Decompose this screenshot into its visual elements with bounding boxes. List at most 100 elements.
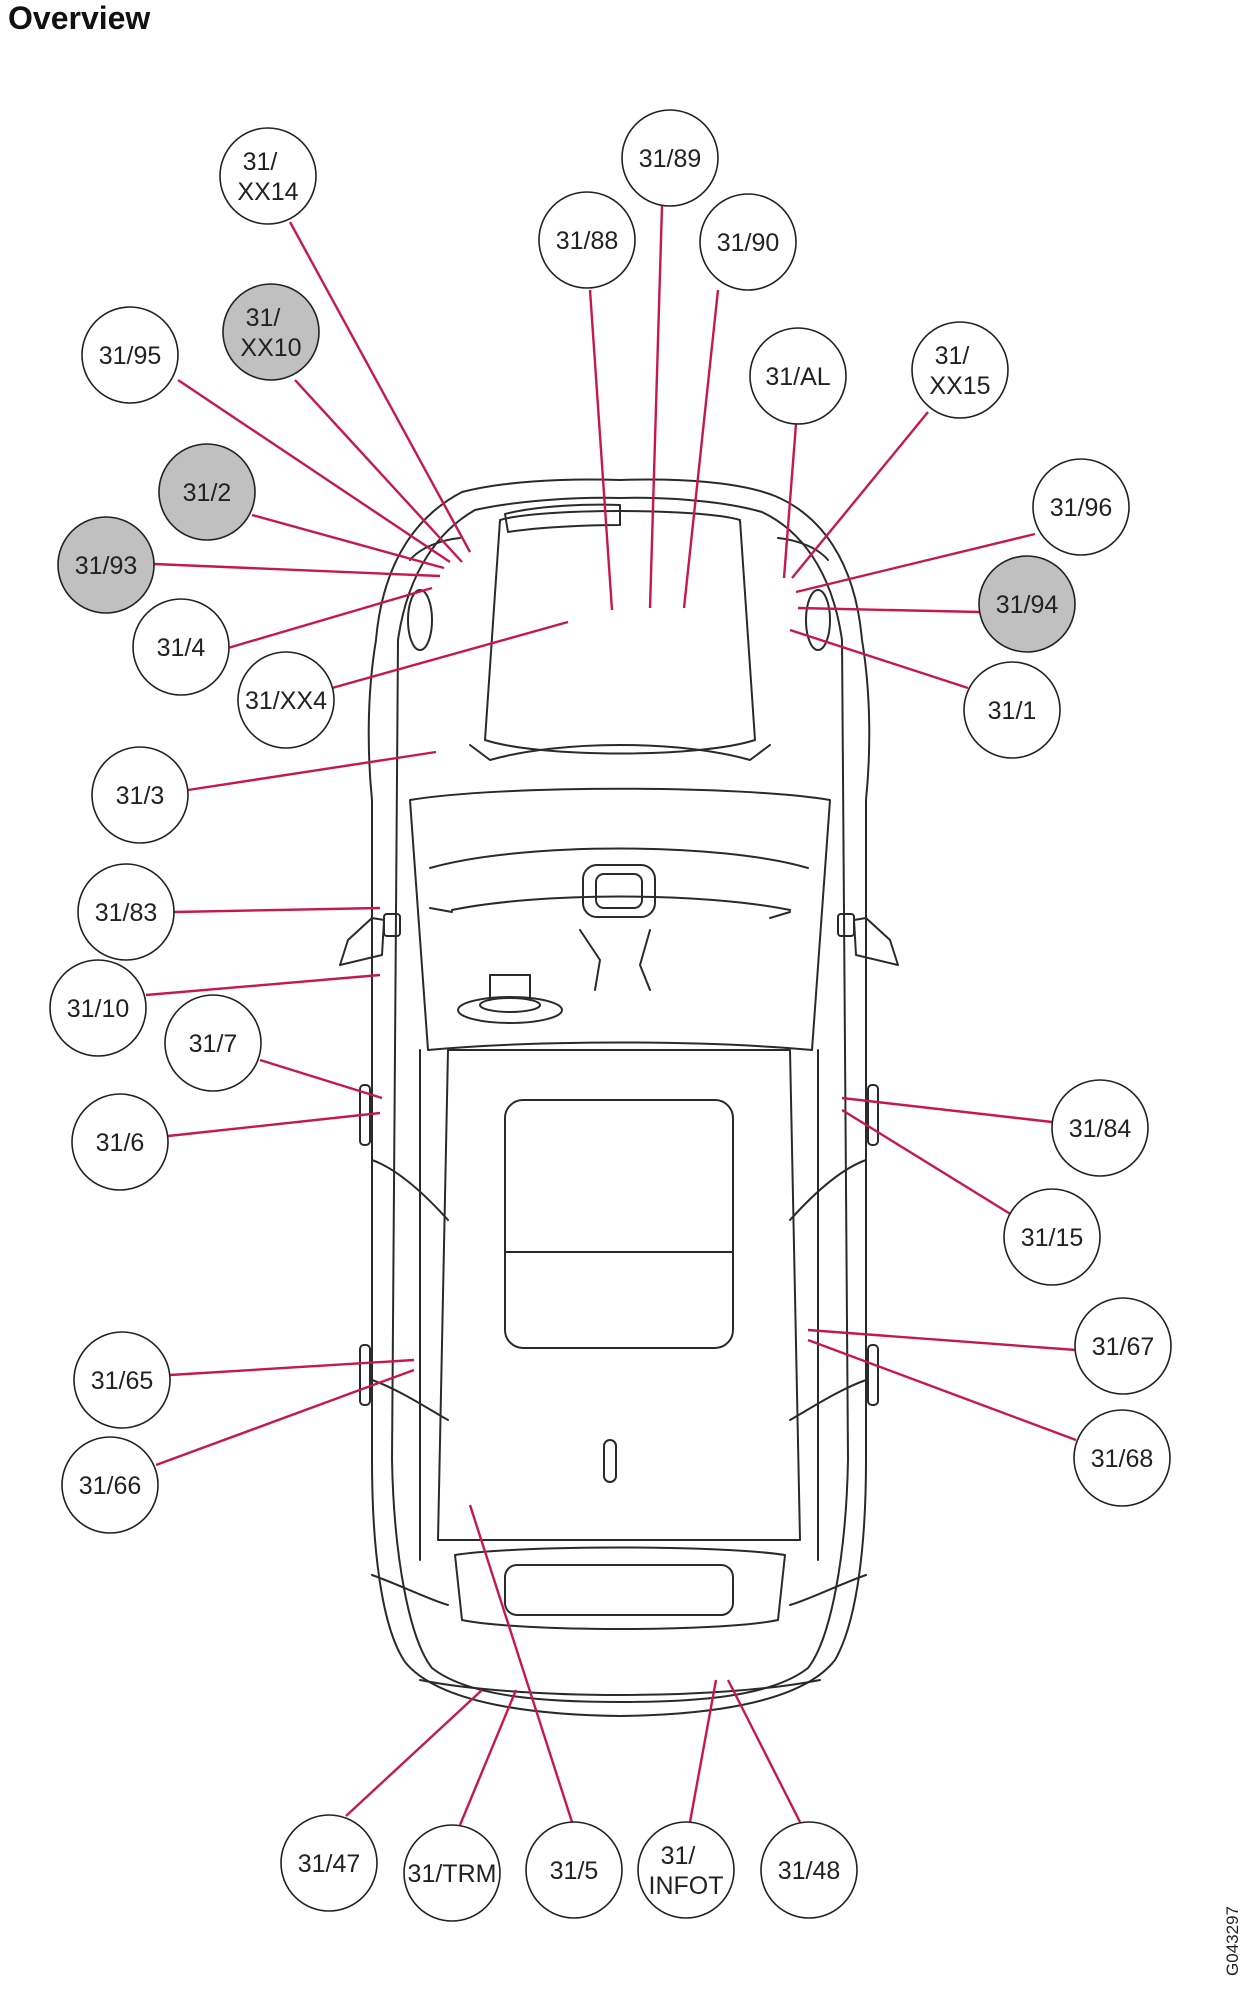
leader-line-48: [726, 1679, 802, 1823]
callout-label: XX14: [237, 178, 298, 206]
callout-label: 31/93: [75, 552, 138, 580]
leader-line-65: [169, 1358, 415, 1377]
leader-line-xx14: [288, 221, 472, 553]
leader-line-1: [789, 628, 969, 690]
leader-line-3: [187, 750, 437, 792]
callout-label: 31/6: [96, 1129, 145, 1157]
callout-label: 31/84: [1069, 1115, 1132, 1143]
callout-68: 31/68: [1073, 1409, 1171, 1507]
callout-95: 31/95: [81, 306, 179, 404]
callout-label: 31/68: [1091, 1445, 1154, 1473]
leader-line-66: [155, 1368, 415, 1467]
callout-circle: [77, 863, 175, 961]
callout-xx4: 31/XX4: [237, 651, 335, 749]
figure-id: G043297: [1223, 1906, 1242, 1976]
leader-line-47: [345, 1689, 483, 1817]
callout-48: 31/48: [760, 1821, 858, 1919]
callout-label: 31/88: [556, 227, 619, 255]
callout-label: 31/89: [639, 145, 702, 173]
callout-circle: [749, 327, 847, 425]
callout-4: 31/4: [132, 598, 230, 696]
callout-label: 31/: [243, 148, 278, 176]
callout-circle: [1051, 1079, 1149, 1177]
callout-label: 31/4: [157, 634, 206, 662]
callout-circle: [219, 127, 317, 225]
callout-6: 31/6: [71, 1093, 169, 1191]
callout-circle: [1074, 1297, 1172, 1395]
leader-line-83: [173, 906, 381, 914]
callout-label: 31/66: [79, 1472, 142, 1500]
callout-5: 31/5: [525, 1821, 623, 1919]
callout-66: 31/66: [61, 1436, 159, 1534]
leader-line-88: [588, 289, 614, 611]
callout-label: 31/7: [189, 1030, 238, 1058]
callout-1: 31/1: [963, 661, 1061, 759]
callout-circle: [1032, 458, 1130, 556]
callout-circle: [222, 283, 320, 381]
callout-circle: [158, 443, 256, 541]
callout-circle: [699, 193, 797, 291]
callout-label: 31/65: [91, 1367, 154, 1395]
leader-line-93: [153, 562, 441, 578]
callout-circle: [963, 661, 1061, 759]
callout-label: 31/47: [298, 1850, 361, 1878]
callout-94: 31/94: [978, 555, 1076, 653]
callout-circle: [637, 1821, 735, 1919]
leader-line-94: [797, 606, 981, 614]
callout-circle: [132, 598, 230, 696]
callout-67: 31/67: [1074, 1297, 1172, 1395]
callout-circle: [57, 516, 155, 614]
leader-line-trm: [458, 1689, 518, 1826]
callout-label: 31/2: [183, 479, 232, 507]
callout-label: 31/95: [99, 342, 162, 370]
callout-circle: [81, 306, 179, 404]
callout-label: 31/3: [116, 782, 165, 810]
leader-line-xx10: [294, 379, 463, 563]
callout-label: 31/94: [996, 591, 1059, 619]
callout-label: 31/: [246, 304, 281, 332]
leader-line-95: [177, 379, 451, 563]
callout-3: 31/3: [91, 746, 189, 844]
callout-label: INFOT: [649, 1872, 724, 1900]
callout-circle: [760, 1821, 858, 1919]
callout-label: 31/96: [1050, 494, 1113, 522]
callout-15: 31/15: [1003, 1188, 1101, 1286]
callout-label: XX10: [240, 334, 301, 362]
callout-47: 31/47: [280, 1814, 378, 1912]
callout-xx10: 31/XX10: [222, 283, 320, 381]
callout-circle: [978, 555, 1076, 653]
callout-label: 31/: [661, 1842, 696, 1870]
callout-96: 31/96: [1032, 458, 1130, 556]
leader-line-xx4: [331, 620, 569, 690]
leader-line-10: [145, 973, 381, 997]
leader-line-5: [468, 1504, 574, 1823]
callout-90: 31/90: [699, 193, 797, 291]
callout-circle: [1073, 1409, 1171, 1507]
callout-10: 31/10: [49, 959, 147, 1057]
callout-label: 31/90: [717, 229, 780, 257]
callout-label: 31/15: [1021, 1224, 1084, 1252]
callout-infot: 31/INFOT: [637, 1821, 735, 1919]
page-title: Overview: [8, 0, 151, 36]
callout-label: 31/67: [1092, 1333, 1155, 1361]
callout-trm: 31/TRM: [403, 1824, 501, 1922]
callout-label: 31/TRM: [408, 1860, 497, 1888]
callout-circle: [403, 1824, 501, 1922]
leader-lines: [145, 205, 1077, 1826]
callout-circle: [621, 109, 719, 207]
callout-7: 31/7: [164, 994, 262, 1092]
callout-84: 31/84: [1051, 1079, 1149, 1177]
callout-xx14: 31/XX14: [219, 127, 317, 225]
callout-circle: [73, 1331, 171, 1429]
leader-line-infot: [688, 1679, 718, 1823]
callout-circle: [71, 1093, 169, 1191]
leader-line-xx15: [791, 411, 929, 579]
callout-circle: [538, 191, 636, 289]
leader-line-15: [841, 1108, 1013, 1217]
callout-93: 31/93: [57, 516, 155, 614]
leader-line-4: [227, 586, 433, 650]
car-top-view-outline: [339, 478, 899, 1717]
leader-line-67: [807, 1328, 1077, 1352]
